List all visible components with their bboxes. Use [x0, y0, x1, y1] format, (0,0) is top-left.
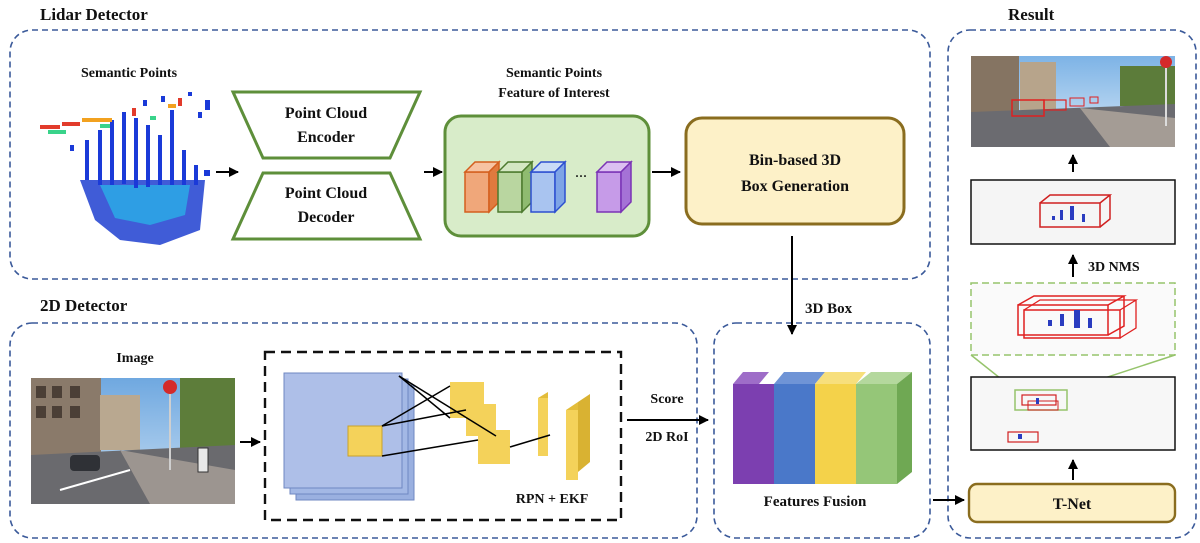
tnet-output-image: [970, 376, 1176, 451]
roi-label: 2D RoI: [645, 430, 688, 445]
result-scene-image: [971, 56, 1175, 147]
foi-cube-purple: [595, 160, 633, 214]
foi-cube-orange: [463, 160, 501, 214]
encoder-block: [230, 90, 423, 160]
nms-output-box: [970, 179, 1176, 245]
decoder-block: [230, 171, 423, 241]
foi-label-line2: Feature of Interest: [498, 86, 610, 101]
fusion-bar-green: [856, 384, 897, 484]
encoder-label-line1: Point Cloud: [285, 105, 367, 122]
point-cloud-image: [40, 92, 210, 245]
fusion-blocks: [733, 372, 912, 484]
fusion-bar-purple: [733, 384, 774, 484]
fusion-panel: [713, 322, 931, 539]
foi-cube-blue: [529, 160, 567, 214]
lidar-detector-title: Lidar Detector: [40, 5, 148, 24]
bin-label-line2: Box Generation: [741, 178, 849, 195]
fusion-label: Features Fusion: [764, 494, 867, 510]
rpn-feature-maps: [283, 372, 590, 501]
fusion-bar-yellow: [815, 384, 856, 484]
lidar-panel: [9, 29, 931, 280]
decoder-label-line2: Decoder: [298, 209, 355, 226]
rpn-label: RPN + EKF: [516, 492, 589, 507]
encoder-label-line2: Encoder: [297, 129, 355, 146]
detector-2d-title: 2D Detector: [40, 296, 128, 315]
candidate-boxes-zoom: [970, 282, 1176, 356]
box3d-label: 3D Box: [805, 301, 853, 317]
detector-2d-panel: [9, 322, 698, 539]
semantic-points-label: Semantic Points: [81, 66, 178, 81]
nms-label: 3D NMS: [1088, 260, 1140, 275]
tnet-label: T-Net: [1053, 496, 1092, 513]
result-title: Result: [1008, 5, 1055, 24]
bin-box-generation-block: [684, 116, 906, 226]
fusion-bar-blue: [774, 384, 815, 484]
result-panel: [947, 29, 1197, 539]
input-camera-image: [31, 378, 235, 504]
image-label: Image: [116, 351, 153, 366]
decoder-label-line1: Point Cloud: [285, 185, 367, 202]
bin-label-line1: Bin-based 3D: [749, 152, 841, 169]
foi-ellipsis: ···: [575, 169, 587, 183]
foi-cube-green: [496, 160, 534, 214]
foi-label-line1: Semantic Points: [506, 66, 603, 81]
tnet-block: [967, 482, 1177, 524]
rpn-block: [263, 350, 623, 522]
score-label: Score: [650, 392, 683, 407]
